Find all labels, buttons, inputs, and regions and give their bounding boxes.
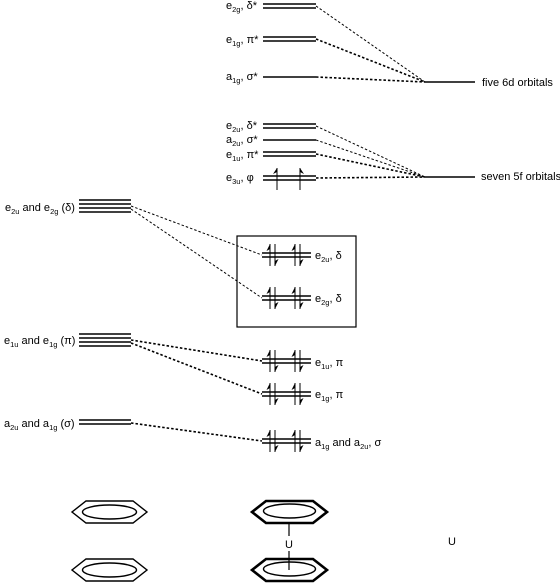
level-label-e2g-delta: e2g, δ (315, 293, 342, 307)
electron-arrowhead-down (300, 445, 304, 452)
label-five-6d-orbitals: five 6d orbitals (482, 77, 553, 89)
level-label-e3u-phi: e3u, φ (226, 172, 254, 186)
ligand-label-sigma: a2u and a1g (σ) (4, 418, 75, 432)
electron-arrowhead-up (266, 383, 270, 390)
electron-arrowhead-up (291, 383, 295, 390)
bonding-box (236, 235, 357, 328)
level-label-e1u-pi-star: e1u, π* (226, 149, 259, 163)
e3u-electrons (273, 168, 304, 190)
bonding-levels: e2u, δ e2g, δ e1u, π e1g, π a1g and a2u,… (262, 250, 382, 451)
upper-levels: e2g, δ* e1g, π* a1g, σ* e2u, δ* a2u, σ* … (226, 0, 316, 190)
electron-arrowhead-up (266, 350, 270, 357)
label-seven-5f-orbitals: seven 5f orbitals (481, 171, 560, 183)
electron-arrowhead-up (266, 287, 270, 294)
electron-arrowhead-up (266, 244, 270, 251)
metal-levels: five 6d orbitals seven 5f orbitals (425, 77, 560, 183)
free-metal-label: U (448, 536, 456, 548)
electron-arrowhead-down (300, 259, 304, 266)
level-label-e1g-pi-star: e1g, π* (226, 34, 259, 48)
uranocene-structure: U (249, 499, 330, 583)
free-ligand-top (70, 500, 149, 524)
electron-arrowhead-up (291, 430, 295, 437)
electron-arrowhead-up (291, 350, 295, 357)
uranocene-metal-label: U (285, 539, 293, 551)
free-ligand-bottom (70, 558, 149, 582)
electron-arrowhead-up (291, 287, 295, 294)
correlation-lines-ligand (130, 205, 263, 442)
electron-arrowhead-down (275, 302, 279, 309)
level-label-e2u-delta: e2u, δ (315, 250, 342, 264)
level-label-e1g-pi: e1g, π (315, 389, 344, 403)
electron-arrowhead-down (275, 445, 279, 452)
level-label-e2u-delta-star: e2u, δ* (226, 120, 258, 134)
level-label-a2u-sigma-star: a2u, σ* (226, 134, 258, 148)
electron-arrowhead-up (266, 430, 270, 437)
correlation-lines-metal (315, 5, 426, 179)
level-label-e1u-pi: e1u, π (315, 357, 344, 371)
electron-arrowhead-down (275, 259, 279, 266)
electron-pairs (266, 244, 304, 452)
electron-arrowhead-down (300, 365, 304, 372)
level-label-e2g-delta-star: e2g, δ* (226, 0, 258, 14)
level-label-a1g-sigma-star: a1g, σ* (226, 71, 258, 85)
level-label-a1g-a2u-sigma: a1g and a2u, σ (315, 437, 382, 451)
ligand-label-pi: e1u and e1g (π) (4, 335, 75, 349)
ligand-label-delta: e2u and e2g (δ) (5, 202, 75, 216)
electron-arrowhead-down (300, 398, 304, 405)
electron-arrowhead-up (291, 244, 295, 251)
electron-arrowhead-down (275, 398, 279, 405)
electron-arrowhead-down (300, 302, 304, 309)
ligand-levels: e2u and e2g (δ) e1u and e1g (π) a2u and … (4, 199, 131, 432)
electron-arrowhead-down (275, 365, 279, 372)
